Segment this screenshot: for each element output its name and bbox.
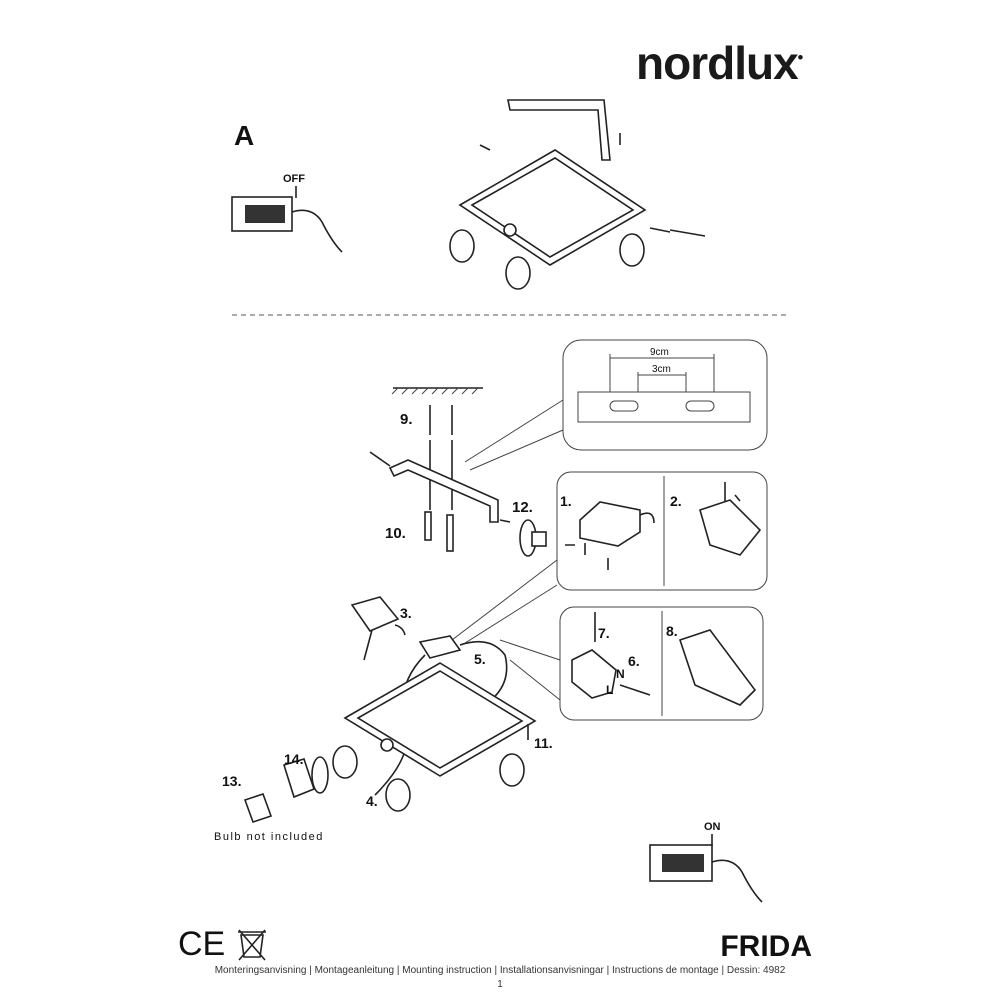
bulb-note: Bulb not included <box>214 831 324 843</box>
step-4: 4. <box>366 793 378 809</box>
junction-box-assembly: 3. 5. <box>350 596 508 796</box>
section-a-label: A <box>234 120 254 151</box>
terminal-callout-1-2: 1. 2. <box>451 471 768 646</box>
step-2: 2. <box>670 493 682 509</box>
on-label: ON <box>704 821 721 833</box>
dimension-3cm: 3cm <box>652 364 671 375</box>
off-label: OFF <box>283 173 305 185</box>
step-8: 8. <box>666 623 678 639</box>
neutral-label: N <box>616 667 625 681</box>
weee-bin-icon <box>238 929 266 961</box>
switch-on-illustration: ON <box>649 821 763 903</box>
product-title: FRIDA <box>720 930 812 963</box>
live-label: L <box>606 683 613 697</box>
bulb-installation: 14. 13. Bulb not included <box>214 751 329 843</box>
fixture-section-a <box>449 99 706 290</box>
page-number: 1 <box>497 979 503 990</box>
step-7: 7. <box>598 625 610 641</box>
ce-mark-icon: CE <box>178 925 225 964</box>
switch-off-illustration: OFF <box>231 173 343 253</box>
terminal-callout-6-8: 7. 6. N L 8. <box>499 606 764 721</box>
ceiling-bracket-assembly: 9. 10. 12. <box>369 387 547 557</box>
step-6: 6. <box>628 653 640 669</box>
step-13: 13. <box>222 773 241 789</box>
step-1: 1. <box>560 493 572 509</box>
footer-text: Monteringsanvisning | Montageanleitung |… <box>214 965 786 976</box>
fixture-main: 11. 4. <box>332 662 553 812</box>
ce-mark-text: CE <box>178 925 226 963</box>
dimension-9cm: 9cm <box>650 347 669 358</box>
logo-text: nordlux <box>636 37 799 89</box>
bracket-detail-callout: 9cm 3cm <box>464 339 768 471</box>
brand-logo: nordlux• <box>636 37 803 89</box>
step-11: 11. <box>534 735 553 751</box>
step-3: 3. <box>400 605 412 621</box>
step-12: 12. <box>512 499 533 516</box>
step-5: 5. <box>474 651 486 667</box>
step-9: 9. <box>400 411 413 428</box>
step-10: 10. <box>385 525 406 542</box>
step-14: 14. <box>284 751 303 767</box>
